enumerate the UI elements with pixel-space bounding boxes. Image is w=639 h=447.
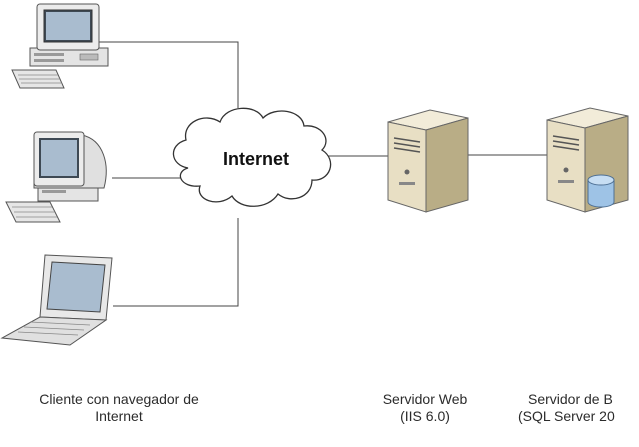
web-server-caption-line1: Servidor Web bbox=[382, 391, 468, 407]
internet-label: Internet bbox=[223, 149, 289, 169]
connector-laptop bbox=[113, 218, 239, 307]
connector-lines bbox=[95, 41, 547, 307]
connector-desktop-1 bbox=[95, 41, 239, 108]
web-server-caption-line2: (IIS 6.0) bbox=[400, 408, 450, 424]
client-caption-line2: Internet bbox=[95, 408, 143, 424]
laptop-icon bbox=[0, 254, 113, 346]
internet-cloud-icon bbox=[172, 107, 332, 207]
crt-computer-icon bbox=[5, 131, 107, 223]
client-caption: Cliente con navegador de Internet bbox=[4, 391, 234, 425]
web-server-caption: Servidor Web (IIS 6.0) bbox=[350, 391, 500, 425]
db-server-caption: Servidor de B (SQL Server 20 bbox=[518, 391, 639, 425]
client-caption-line1: Cliente con navegador de bbox=[39, 391, 199, 407]
database-server-icon bbox=[546, 107, 629, 213]
db-server-caption-line1: Servidor de B bbox=[528, 391, 613, 407]
server-tower-icon bbox=[387, 109, 469, 213]
db-server-caption-line2: (SQL Server 20 bbox=[518, 408, 615, 424]
desktop-computer-icon bbox=[11, 3, 109, 89]
